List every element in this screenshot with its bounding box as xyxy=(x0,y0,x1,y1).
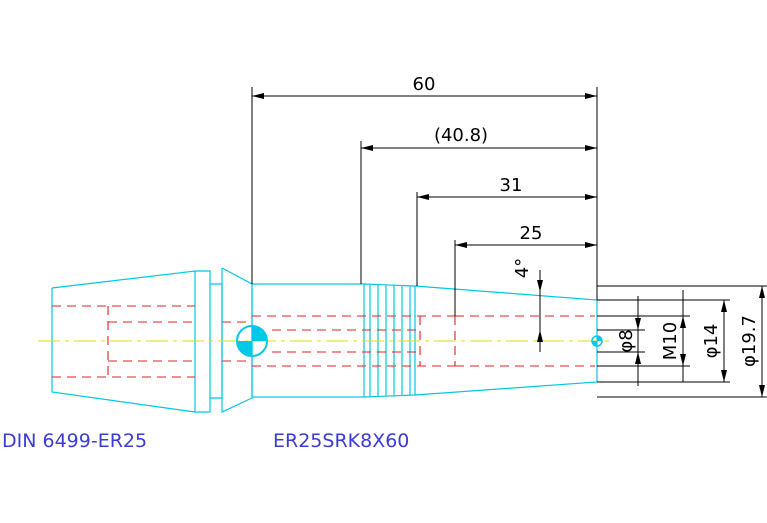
dim-label-m10: M10 xyxy=(660,322,681,360)
dim-label-d19-7: φ19.7 xyxy=(739,315,760,367)
caption-holder: DIN 6499-ER25 xyxy=(2,430,147,452)
arrow-angle-bottom xyxy=(537,330,543,342)
dim-label-31: 31 xyxy=(500,175,523,196)
dim-label-25: 25 xyxy=(520,223,543,244)
dim-label-d8: φ8 xyxy=(616,329,637,352)
arrow-d8-bottom xyxy=(635,352,641,364)
caption-extension: ER25SRK8X60 xyxy=(273,430,409,452)
arrow-angle-top xyxy=(537,280,543,292)
arrow-d8-top xyxy=(635,318,641,330)
dimension-arrows xyxy=(252,93,765,397)
arrow-31-right xyxy=(585,194,597,200)
arrow-25-right xyxy=(585,242,597,248)
dim-label-40-8: (40.8) xyxy=(434,125,488,146)
dim-label-d14: φ14 xyxy=(701,324,722,359)
arrow-d197-top xyxy=(759,286,765,298)
arrow-d14-top xyxy=(721,300,727,312)
arrow-d14-bottom xyxy=(721,370,727,382)
dim-label-60: 60 xyxy=(413,74,436,95)
datum-marker-large xyxy=(236,325,268,357)
arrow-25-left xyxy=(455,242,467,248)
dimension-lines xyxy=(251,87,767,398)
holder-nut xyxy=(221,267,253,413)
arrow-31-left xyxy=(417,194,429,200)
hidden-lines xyxy=(52,305,595,378)
arrow-408-right xyxy=(585,145,597,151)
arrow-60-left xyxy=(252,93,264,99)
arrow-60-right xyxy=(585,93,597,99)
arrow-m10-bottom xyxy=(680,354,686,366)
datum-marker-small xyxy=(591,335,603,347)
arrow-408-left xyxy=(361,145,373,151)
dim-label-angle: 4° xyxy=(512,258,533,278)
arrow-d197-bottom xyxy=(759,385,765,397)
arrow-m10-top xyxy=(680,316,686,328)
collet-holder-outline xyxy=(51,267,253,413)
